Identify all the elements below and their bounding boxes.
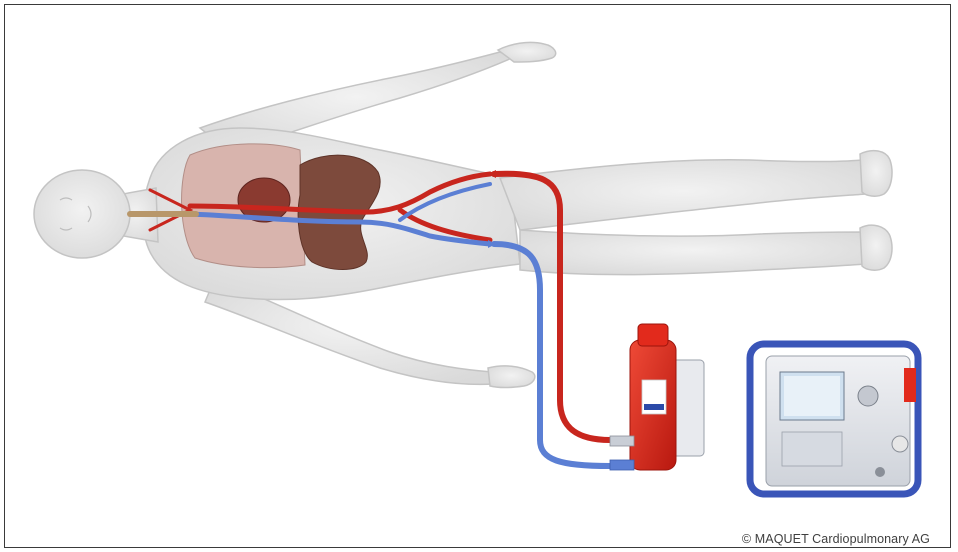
head bbox=[34, 170, 130, 258]
copyright-notice: © MAQUET Cardiopulmonary AG bbox=[742, 532, 930, 546]
venous-drainage-cannula bbox=[494, 244, 610, 466]
lower-leg bbox=[520, 230, 866, 275]
lower-foot bbox=[860, 225, 892, 270]
lower-hand bbox=[488, 366, 535, 388]
ecmo-console-device bbox=[750, 344, 918, 494]
upper-foot bbox=[860, 151, 892, 197]
ecmo-oxygenator-unit bbox=[610, 324, 704, 470]
